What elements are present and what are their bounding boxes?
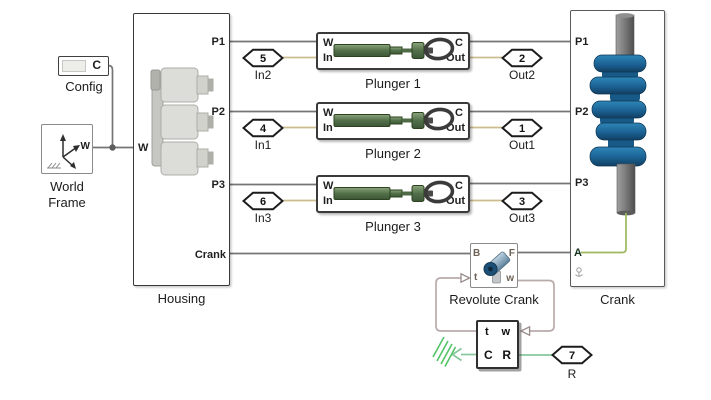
housing-label[interactable]: Housing	[157, 291, 206, 306]
ground-hatch-2	[436, 340, 449, 362]
crankshaft-icon	[575, 13, 647, 277]
svg-text:7: 7	[569, 350, 575, 362]
arrowhead-into-revolute-t	[460, 272, 472, 284]
plunger1-port-c: C	[455, 37, 463, 49]
world-frame-icon	[47, 134, 80, 169]
inport-4-label[interactable]: In1	[254, 138, 272, 152]
crank-port-a: A	[574, 247, 582, 259]
svg-text:1: 1	[519, 123, 525, 135]
svg-text:6: 6	[260, 196, 266, 208]
plunger3-label[interactable]: Plunger 3	[365, 219, 421, 234]
config-icon	[62, 60, 86, 72]
crank-port-p3: P3	[575, 177, 589, 189]
outport-1[interactable]: 1	[501, 118, 543, 138]
config-block[interactable]: C	[58, 56, 109, 76]
plunger3-port-in: In	[323, 195, 333, 207]
crank-port-p2: P2	[575, 106, 589, 118]
svg-text:5: 5	[260, 53, 266, 65]
inport-6[interactable]: 6	[242, 191, 284, 211]
wire-revolute-w-source-w[interactable]	[518, 279, 555, 332]
wire-junction-dot	[109, 144, 116, 151]
revolute-port-w: w	[506, 273, 514, 284]
revolute-port-b: B	[473, 248, 481, 259]
outport-3-label[interactable]: Out3	[508, 211, 535, 225]
plunger3-port-c: C	[455, 180, 463, 192]
anchor-icon	[575, 267, 583, 277]
housing-port-crank: Crank	[194, 249, 226, 261]
svg-text:3: 3	[519, 196, 525, 208]
inport-4[interactable]: 4	[242, 118, 284, 138]
plunger3-icon	[333, 180, 455, 204]
housing-port-p2: P2	[211, 106, 225, 118]
wire-config-junction[interactable]	[108, 64, 114, 148]
inport-5-label[interactable]: In2	[254, 68, 272, 82]
world-frame-block[interactable]: W	[41, 124, 93, 174]
plunger2-block[interactable]: W In C Out	[316, 102, 470, 140]
plunger3-block[interactable]: W In C Out	[316, 175, 470, 213]
crank-label[interactable]: Crank	[600, 292, 635, 307]
source-port-w: w	[501, 326, 510, 338]
plunger2-port-c: C	[455, 107, 463, 119]
outport-7-label[interactable]: R	[567, 367, 577, 381]
source-port-r: R	[502, 348, 511, 362]
svg-text:4: 4	[260, 123, 267, 135]
crank-port-p1: P1	[575, 36, 589, 48]
source-port-c: C	[484, 348, 493, 362]
plunger1-label[interactable]: Plunger 1	[365, 76, 421, 91]
outport-1-label[interactable]: Out1	[508, 138, 535, 152]
velocity-source-block[interactable]: t w C R	[476, 320, 519, 369]
source-port-t: t	[485, 326, 489, 338]
revolute-port-f: F	[508, 248, 515, 259]
revolute-crank-block[interactable]: B F t w	[470, 243, 518, 288]
outport-3[interactable]: 3	[501, 191, 543, 211]
housing-manifold-icon	[150, 67, 214, 176]
ground-hatch-1	[432, 336, 445, 358]
housing-block[interactable]: W P1 P2 P3 Crank	[133, 13, 230, 286]
plunger1-icon	[333, 37, 455, 61]
config-label[interactable]: Config	[65, 79, 103, 94]
plunger2-port-in: In	[323, 122, 333, 134]
plunger3-port-w: W	[323, 180, 334, 192]
wire-crank-internal-a	[581, 213, 627, 254]
housing-port-p3: P3	[211, 179, 225, 191]
plunger1-block[interactable]: W In C Out	[316, 32, 470, 70]
plunger2-label[interactable]: Plunger 2	[365, 146, 421, 161]
inport-5[interactable]: 5	[242, 48, 284, 68]
inport-6-label[interactable]: In3	[254, 211, 272, 225]
ground-hatch-4	[444, 346, 457, 367]
config-port-c: C	[92, 58, 101, 72]
ground-chevron	[450, 347, 462, 362]
ground-hatch-3	[440, 343, 453, 365]
housing-port-w: W	[138, 142, 149, 154]
outport-2-label[interactable]: Out2	[508, 68, 535, 82]
outport-7[interactable]: 7	[551, 345, 593, 365]
plunger1-port-w: W	[323, 37, 334, 49]
crank-block[interactable]: P1 P2 P3 A	[570, 10, 665, 287]
revolute-crank-label[interactable]: Revolute Crank	[449, 292, 539, 307]
world-frame-label[interactable]: World Frame	[48, 179, 86, 210]
housing-port-p1: P1	[211, 36, 225, 48]
outport-2[interactable]: 2	[501, 48, 543, 68]
revolute-joint-icon	[483, 251, 511, 284]
plunger2-icon	[333, 107, 455, 131]
plunger2-port-w: W	[323, 107, 334, 119]
arrowhead-into-source-w	[519, 325, 531, 337]
wire-source-t-revolute-t[interactable]	[435, 277, 476, 332]
svg-text:2: 2	[519, 53, 525, 65]
plunger1-port-in: In	[323, 52, 333, 64]
world-frame-port-w: W	[80, 141, 90, 152]
revolute-port-t: t	[474, 272, 478, 283]
